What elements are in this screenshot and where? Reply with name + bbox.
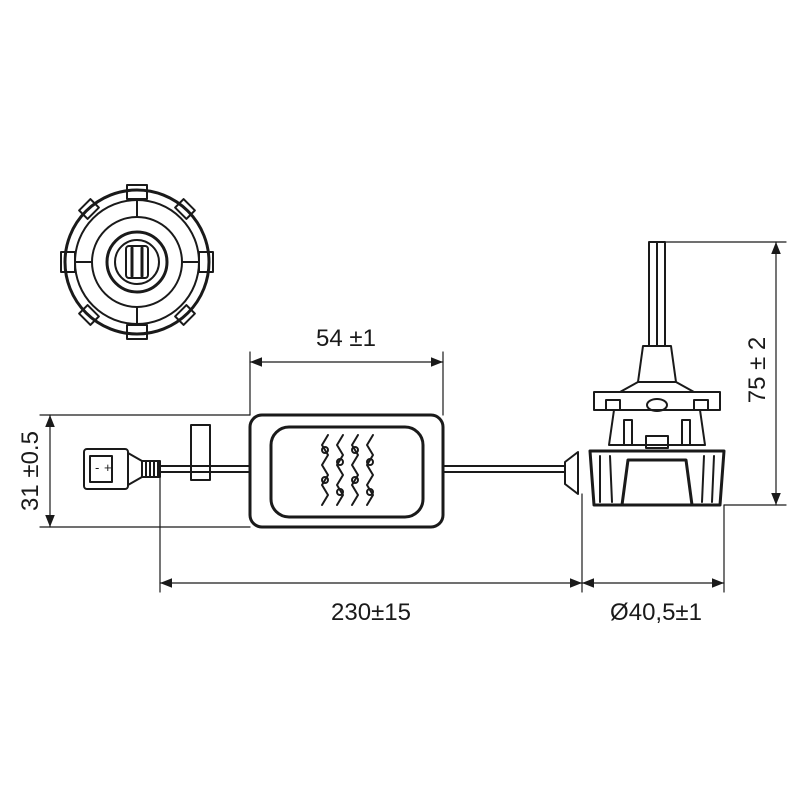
cable-length-label: 230±15 [331,599,411,626]
driver-pattern [321,434,374,506]
led-driver-box [248,413,445,529]
power-connector: - + [83,448,161,490]
dimension-connector-height: 31 ±0.5 [17,414,251,528]
connector-height-label: 31 ±0.5 [17,431,44,511]
base-diameter-label: Ø40,5±1 [610,599,702,626]
bulb-height-label: 75 ± 2 [744,337,771,404]
bulb-rear-view [60,184,214,340]
controller-width-label: 54 ±1 [316,325,376,352]
led-bulb-side-view [588,241,726,507]
dimension-controller-width: 54 ±1 [249,325,444,416]
connector-plus-label: + [104,460,112,475]
dimension-cable-length: 230±15 [159,476,583,626]
dimension-base-diameter: Ø40,5±1 [581,504,725,626]
cable-left [159,424,251,481]
cable-right [442,451,579,495]
connector-minus-label: - [95,460,99,475]
dimension-bulb-height: 75 ± 2 [664,241,787,506]
